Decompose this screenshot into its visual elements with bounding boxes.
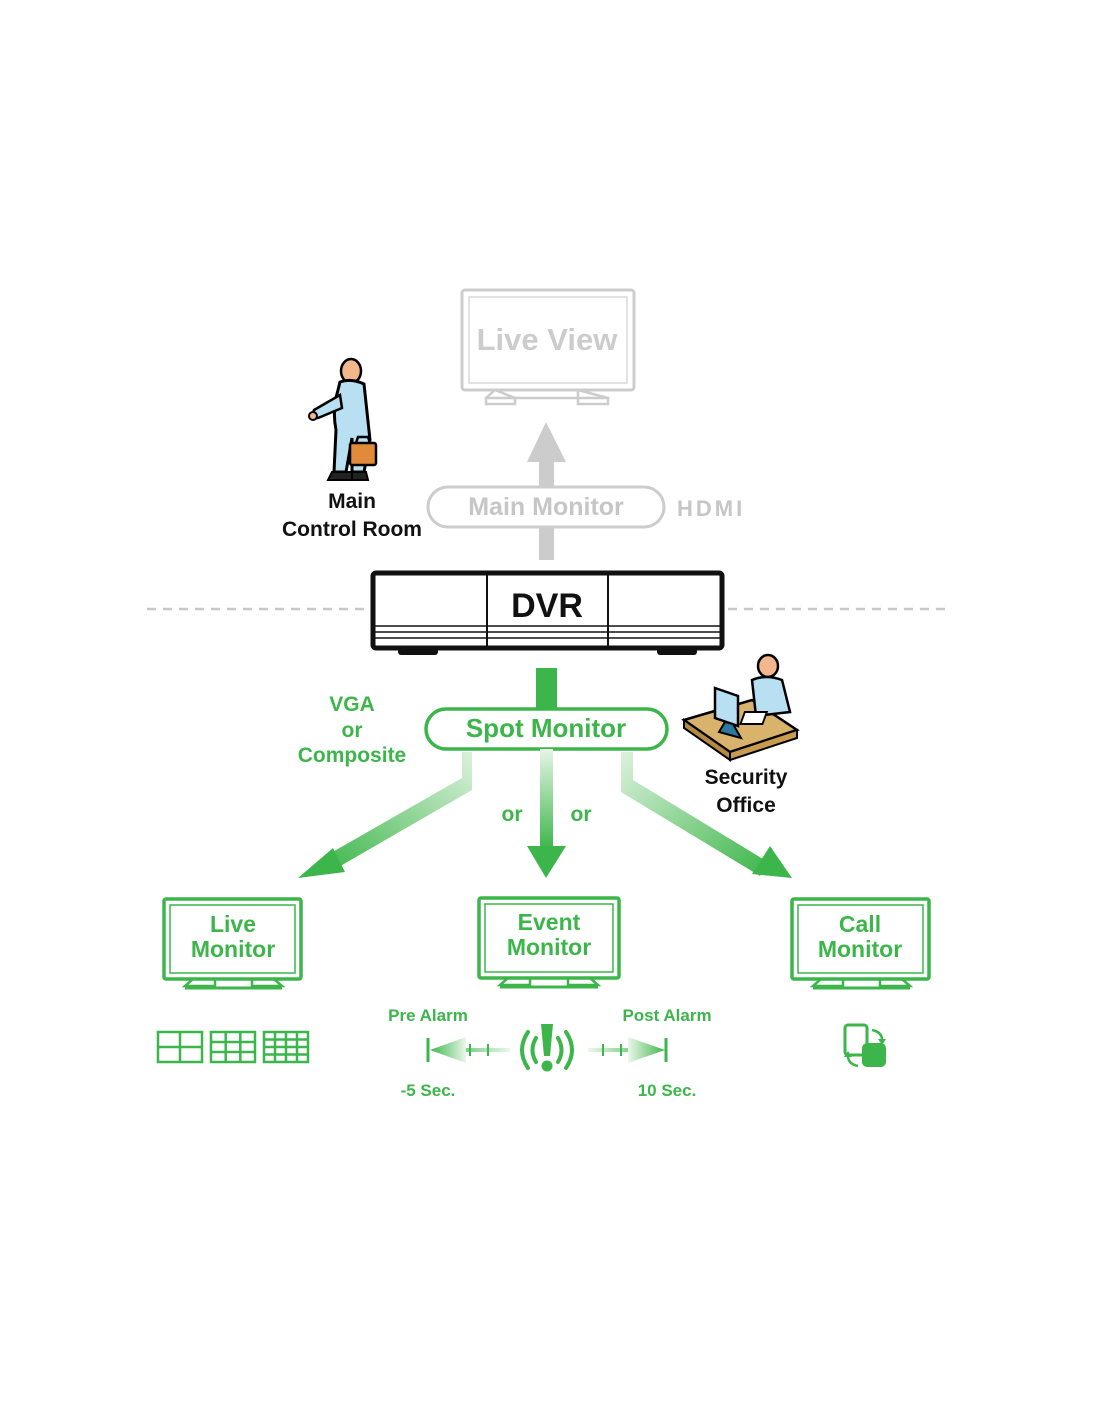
alarm-icon [520,1024,574,1072]
security-office-line2: Office [716,794,776,817]
dvr-spot-connector [536,668,557,710]
call-monitor: Call Monitor [790,897,931,990]
main-monitor-label: Main Monitor [468,493,624,521]
live-monitor-line1: Live [210,911,256,937]
event-monitor-line1: Event [518,909,581,935]
arrow-to-event-monitor [527,749,566,878]
live-view-label: Live View [477,322,619,357]
or-left-label: or [502,803,523,826]
event-monitor: Event Monitor [477,896,621,989]
main-control-room-line1: Main [328,490,376,513]
security-office-line1: Security [705,766,788,789]
grid-16-icon [262,1030,310,1064]
call-monitor-line2: Monitor [818,936,902,962]
post-alarm-time: 10 Sec. [638,1081,697,1100]
main-monitor-pill: Main Monitor [426,485,666,529]
connection-line2: or [342,719,363,742]
live-monitor: Live Monitor [162,897,303,990]
call-swap-icon [843,1023,886,1068]
spot-monitor-label: Spot Monitor [466,713,626,743]
dvr-device: DVR [370,570,725,655]
live-view-monitor: Live View [460,288,636,406]
arrow-to-call-monitor [621,752,792,878]
post-alarm-arrow [588,1037,668,1063]
main-control-room-line2: Control Room [282,518,422,541]
connection-line3: Composite [298,744,407,767]
person-at-desk-icon [681,653,800,762]
connection-line1: VGA [329,693,375,716]
pre-alarm-arrow [426,1037,510,1063]
arrow-to-live-monitor [298,752,472,878]
pre-alarm-label: Pre Alarm [388,1006,468,1025]
pre-alarm-time: -5 Sec. [401,1081,456,1100]
grid-9-icon [209,1030,257,1064]
dvr-label: DVR [511,587,583,625]
event-monitor-line2: Monitor [507,934,591,960]
spot-monitor-pill: Spot Monitor [424,707,669,751]
live-monitor-line2: Monitor [191,936,275,962]
grid-4-icon [156,1030,204,1064]
person-businessman-icon [308,357,378,481]
hdmi-logo: HDMI [677,496,745,521]
post-alarm-label: Post Alarm [622,1006,711,1025]
call-monitor-line1: Call [839,911,881,937]
or-right-label: or [571,803,592,826]
